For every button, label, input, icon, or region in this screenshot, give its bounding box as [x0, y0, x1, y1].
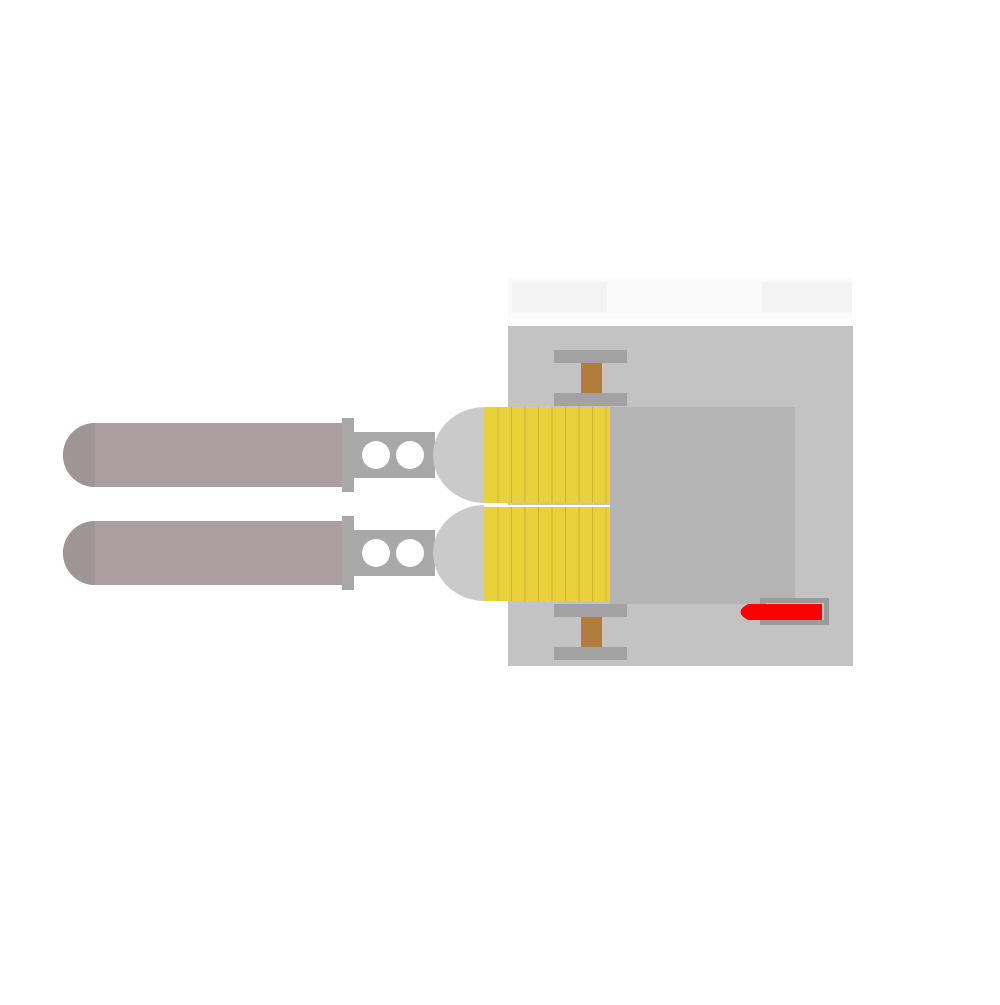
status-indicator [740, 598, 829, 625]
barrel-1-coil [484, 407, 610, 503]
barrel-1-collar [342, 418, 354, 492]
bottom-clamp [554, 604, 627, 660]
barrel-2-collar [342, 516, 354, 590]
barrel-2-tip [63, 521, 95, 585]
barrel-1-vent-hole-1 [362, 441, 390, 469]
barrel-2-vent-hole-1 [362, 539, 390, 567]
red-indicator [740, 604, 822, 620]
haze-right-block [762, 282, 852, 312]
barrel-1-tip [63, 423, 95, 487]
top-clamp [554, 350, 627, 406]
bottom-clamp-bar-lower [554, 647, 627, 660]
bottom-clamp-post [581, 617, 602, 647]
bottom-clamp-bar-upper [554, 604, 627, 617]
barrel-2-coil [484, 505, 610, 601]
barrel-1-tube [63, 423, 345, 487]
top-clamp-bar-lower [554, 393, 627, 406]
top-clamp-post [581, 363, 602, 393]
barrel-2-vent-hole-2 [396, 539, 424, 567]
barrel-assemblies [63, 407, 610, 601]
turret-housing [610, 407, 795, 604]
barrel-1-vent-hole-2 [396, 441, 424, 469]
barrel-1-dome [433, 407, 485, 503]
barrel-2-tube [63, 521, 345, 585]
haze-left-block [512, 282, 607, 312]
barrel-2-dome [433, 505, 485, 601]
top-clamp-bar-upper [554, 350, 627, 363]
